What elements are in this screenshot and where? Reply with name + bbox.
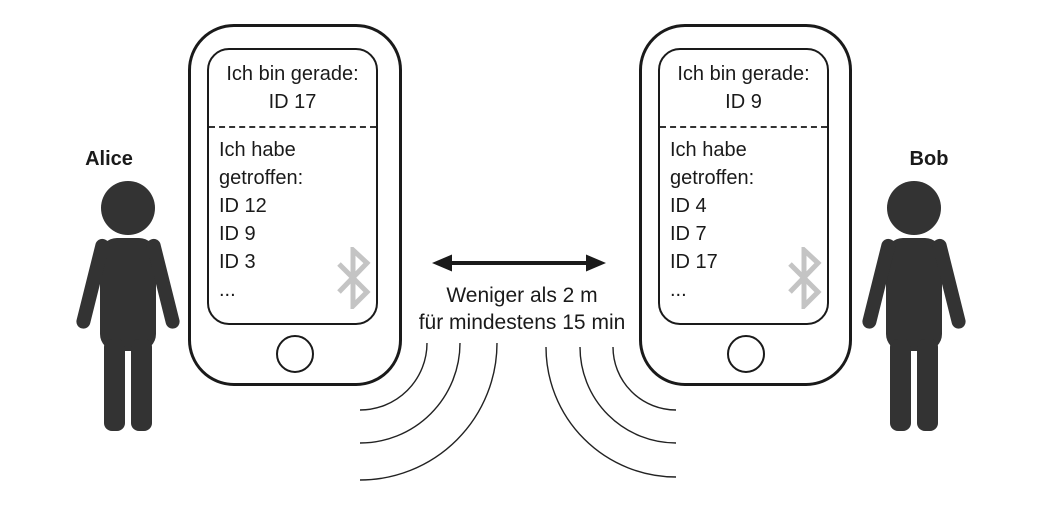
met-ids-label: Ich habe getroffen: <box>670 139 755 189</box>
home-button <box>276 335 314 373</box>
proximity-line2: für mindestens 15 min <box>418 311 626 334</box>
met-id-ellipsis: ... <box>219 279 236 301</box>
current-id-label: Ich bin gerade: <box>226 63 359 85</box>
bob-phone-screen: Ich bin gerade: ID 9 Ich habe getroffen:… <box>658 48 829 325</box>
person-icon <box>76 181 180 431</box>
met-ids-block: Ich habe getroffen: ID 12 ID 9 ID 3 ... <box>209 136 376 304</box>
home-button <box>726 335 765 373</box>
person-icon <box>862 181 966 431</box>
screen-divider <box>209 126 376 128</box>
screen-divider <box>660 126 827 128</box>
met-id-item: ID 3 <box>219 251 256 273</box>
met-id-item: ID 17 <box>670 251 718 273</box>
bob-figure <box>849 181 979 431</box>
met-id-item: ID 7 <box>670 223 707 245</box>
proximity-line1: Weniger als 2 m <box>446 284 598 307</box>
bob-label: Bob <box>909 148 949 170</box>
proximity-condition: Weniger als 2 m für mindestens 15 min <box>394 282 650 336</box>
met-id-item: ID 12 <box>219 195 267 217</box>
current-id-label: Ich bin gerade: <box>677 63 810 85</box>
current-id-block: Ich bin gerade: ID 9 <box>660 60 827 116</box>
met-ids-block: Ich habe getroffen: ID 4 ID 7 ID 17 ... <box>660 136 827 304</box>
alice-label: Alice <box>85 148 133 170</box>
bluetooth-icon <box>788 247 822 309</box>
distance-arrow-icon <box>432 254 606 272</box>
current-id-value: ID 17 <box>268 91 317 113</box>
met-id-item: ID 4 <box>670 195 707 217</box>
alice-phone-screen: Ich bin gerade: ID 17 Ich habe getroffen… <box>207 48 378 325</box>
bob-phone: Ich bin gerade: ID 9 Ich habe getroffen:… <box>639 24 852 386</box>
alice-figure <box>63 181 193 431</box>
met-ids-label: Ich habe getroffen: <box>219 139 304 189</box>
current-id-value: ID 9 <box>725 91 762 113</box>
alice-phone: Ich bin gerade: ID 17 Ich habe getroffen… <box>188 24 402 386</box>
met-id-ellipsis: ... <box>670 279 687 301</box>
current-id-block: Ich bin gerade: ID 17 <box>209 60 376 116</box>
met-id-item: ID 9 <box>219 223 256 245</box>
bluetooth-icon <box>337 247 371 309</box>
